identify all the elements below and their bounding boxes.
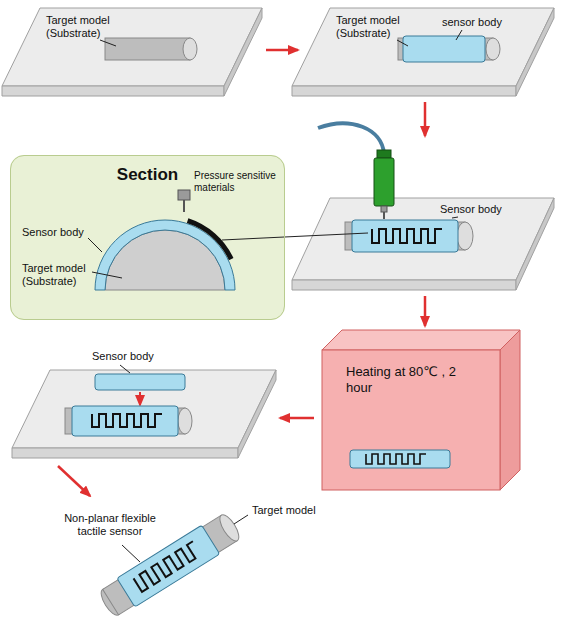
part-label: Target model (Substrate) xyxy=(336,14,416,40)
part-label: Non-planar flexible tactile sensor xyxy=(52,512,168,538)
process-arrow xyxy=(425,296,426,326)
heating-oven xyxy=(500,330,520,490)
part-label: Sensor body xyxy=(440,203,530,216)
dispenser xyxy=(381,206,387,212)
sensor-body xyxy=(95,374,185,390)
part-label: Target model (Substrate) xyxy=(46,14,126,40)
sensor-body xyxy=(352,220,458,252)
leader-line xyxy=(100,40,116,46)
substrate-plate xyxy=(2,8,262,86)
substrate-plate xyxy=(2,86,224,96)
substrate-plate xyxy=(292,8,554,86)
section-sensor-body xyxy=(95,220,235,290)
process-arrow xyxy=(139,392,141,405)
dispenser xyxy=(374,158,394,206)
substrate-plate xyxy=(2,8,262,96)
process-arrow xyxy=(425,102,426,136)
part-label: Sensor body xyxy=(92,350,192,363)
process-arrow xyxy=(58,466,90,496)
dispensing-needle xyxy=(178,190,190,200)
leader-line xyxy=(120,365,130,373)
tactile-sensor xyxy=(134,541,202,592)
part-label: Pressure sensitive materials xyxy=(194,170,282,194)
process-arrow xyxy=(58,466,90,496)
substrate-plate xyxy=(516,198,554,290)
sensor-body xyxy=(352,220,458,252)
substrate-plate xyxy=(12,448,238,458)
tactile-sensor xyxy=(117,525,220,607)
heating-oven xyxy=(322,350,500,490)
target-model xyxy=(105,38,197,60)
sensor-body xyxy=(95,374,185,390)
leader-line xyxy=(452,217,458,218)
substrate-plate xyxy=(292,198,554,280)
substrate-plate xyxy=(292,86,516,96)
target-model xyxy=(457,222,473,250)
part-label: Target model (Substrate) xyxy=(22,262,100,288)
process-arrow xyxy=(266,49,298,52)
substrate-plate xyxy=(292,280,516,290)
sensor-body xyxy=(403,36,485,62)
substrate-plate xyxy=(224,8,262,96)
part-label: Target model xyxy=(252,504,342,517)
dispenser xyxy=(383,212,385,219)
sensor-body xyxy=(72,406,178,436)
dispenser xyxy=(318,123,394,219)
leader-line xyxy=(222,233,368,240)
target-model xyxy=(486,38,500,60)
target-model xyxy=(105,38,190,60)
dispensing-needle xyxy=(183,200,185,212)
process-arrow xyxy=(266,50,298,51)
substrate-plate xyxy=(12,370,276,448)
sensing-pattern xyxy=(372,229,442,243)
process-arrow xyxy=(280,418,314,419)
sensor-body xyxy=(403,36,485,62)
heating-box: Heating at 80℃ , 2 hour xyxy=(322,350,500,490)
leader-line xyxy=(397,40,408,46)
leader-line xyxy=(234,515,248,524)
substrate-plate xyxy=(516,8,554,96)
process-arrow xyxy=(140,392,141,405)
node-text: Heating at 80℃ , 2 hour xyxy=(346,364,466,397)
process-arrow xyxy=(424,102,427,136)
dispensing-needle xyxy=(178,190,190,212)
leader-line xyxy=(397,30,462,46)
section-sensor-body xyxy=(95,220,235,290)
sensing-pattern xyxy=(372,229,442,243)
substrate-plate xyxy=(12,370,276,458)
part-label: Sensor body xyxy=(22,226,102,239)
heating-oven xyxy=(322,330,520,350)
tactile-sensor xyxy=(216,512,242,544)
heating-oven xyxy=(322,330,520,490)
substrate-plate xyxy=(238,370,276,458)
leader-line xyxy=(456,30,462,40)
section-panel-fill xyxy=(10,155,285,320)
process-arrow xyxy=(424,296,427,326)
leader-line xyxy=(92,272,122,278)
sensor-body xyxy=(92,414,162,427)
sensor-body xyxy=(350,450,450,468)
leader-line xyxy=(120,365,130,373)
dispenser xyxy=(377,150,391,158)
target-model xyxy=(178,408,192,434)
leader-line xyxy=(88,233,368,278)
substrate-plate xyxy=(292,8,554,96)
dispenser xyxy=(318,123,384,154)
leader-line xyxy=(452,217,458,218)
part-label: sensor body xyxy=(442,16,532,29)
sensor-body xyxy=(350,450,450,468)
substrate-plate xyxy=(292,198,554,290)
leader-line xyxy=(122,545,140,562)
sensor-body xyxy=(366,454,426,464)
process-arrow xyxy=(280,417,314,420)
section-panel-fill xyxy=(10,155,285,320)
target-model xyxy=(183,38,197,60)
leader-line xyxy=(88,238,102,252)
sensor-body xyxy=(72,406,178,436)
leader-line xyxy=(100,40,116,46)
